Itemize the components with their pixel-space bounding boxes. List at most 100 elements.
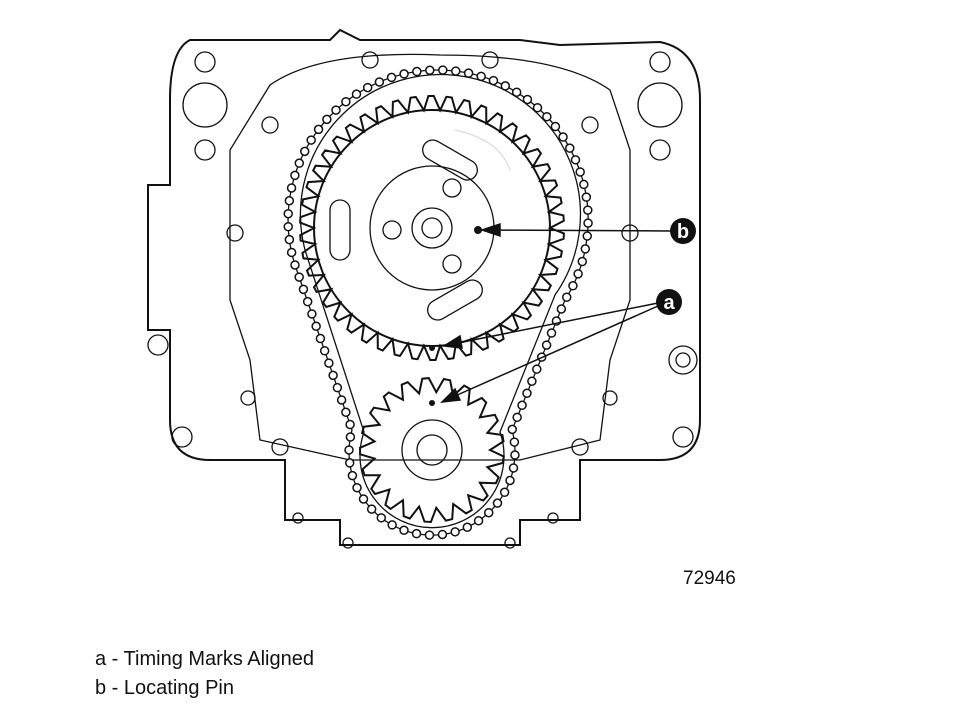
chain-roller bbox=[532, 102, 543, 113]
chain-roller bbox=[332, 382, 343, 393]
chain-roller bbox=[583, 218, 593, 228]
chain-roller bbox=[284, 234, 295, 245]
chain-roller bbox=[542, 111, 552, 122]
chain-roller bbox=[307, 309, 317, 319]
chain-roller bbox=[437, 529, 448, 540]
chain-roller bbox=[352, 483, 362, 493]
chain-roller bbox=[546, 328, 557, 338]
camshaft-sprocket bbox=[299, 95, 565, 361]
timing-cover-inner bbox=[229, 53, 631, 461]
chain-roller bbox=[412, 66, 422, 77]
chain-roller bbox=[438, 65, 448, 75]
chain-roller bbox=[399, 525, 409, 536]
legend: a - Timing Marks Aligned b - Locating Pi… bbox=[95, 645, 314, 703]
chain-roller bbox=[425, 65, 435, 75]
chain-roller bbox=[500, 81, 511, 91]
chain-roller bbox=[290, 170, 300, 181]
chain-roller bbox=[573, 269, 583, 279]
chain-roller bbox=[483, 507, 494, 518]
chain-roller bbox=[541, 340, 552, 350]
chain-roller bbox=[583, 205, 593, 215]
chain-roller bbox=[283, 208, 293, 219]
svg-text:a: a bbox=[663, 292, 675, 314]
chain-roller bbox=[556, 304, 567, 314]
chain-roller bbox=[294, 272, 304, 282]
chain-roller bbox=[345, 432, 356, 442]
chain-roller bbox=[411, 528, 422, 539]
chain-roller bbox=[387, 520, 397, 530]
chain-roller bbox=[315, 333, 326, 344]
chain-roller bbox=[284, 196, 295, 206]
chain-roller bbox=[522, 388, 532, 398]
chain-roller bbox=[550, 121, 561, 132]
chain-roller bbox=[399, 69, 409, 79]
chain-roller bbox=[532, 364, 542, 374]
engine-block-outline bbox=[147, 28, 701, 546]
chain-roller bbox=[462, 522, 473, 532]
chain-roller bbox=[450, 527, 460, 537]
chain-roller bbox=[527, 376, 537, 386]
crankshaft-sprocket bbox=[358, 377, 505, 524]
chain-roller bbox=[581, 192, 592, 202]
chain-roller bbox=[577, 256, 588, 267]
cam-timing-mark bbox=[429, 345, 435, 351]
chain-roller bbox=[507, 424, 518, 435]
chain-roller bbox=[424, 530, 435, 540]
chain-roller bbox=[565, 143, 575, 153]
bolt-holes bbox=[147, 51, 698, 549]
chain-roller bbox=[294, 158, 305, 168]
chain-roller bbox=[579, 179, 589, 190]
legend-item-b: b - Locating Pin bbox=[95, 677, 234, 699]
chain-roller bbox=[575, 167, 585, 177]
chain-roller bbox=[319, 346, 330, 356]
chain-roller bbox=[311, 321, 321, 331]
chain-roller bbox=[298, 284, 309, 295]
legend-item-a: a - Timing Marks Aligned bbox=[95, 648, 314, 670]
chain-roller bbox=[306, 135, 316, 145]
chain-roller bbox=[476, 71, 486, 82]
chain-roller bbox=[299, 146, 310, 157]
chain-roller bbox=[509, 437, 520, 447]
svg-text:b: b bbox=[677, 221, 689, 243]
chain-roller bbox=[450, 66, 461, 76]
chain-roller bbox=[473, 516, 484, 526]
chain-roller bbox=[511, 87, 522, 97]
callout-a: a bbox=[656, 289, 682, 315]
chain-roller bbox=[568, 281, 578, 291]
chain-roller bbox=[344, 445, 354, 455]
figure-number: 72946 bbox=[683, 568, 736, 589]
chain-roller bbox=[290, 260, 300, 270]
callout-b: b bbox=[670, 218, 696, 244]
chain-roller bbox=[517, 400, 527, 411]
chain-roller bbox=[522, 94, 533, 105]
chain-roller bbox=[374, 77, 385, 87]
chain-roller bbox=[313, 124, 324, 135]
chain-roller bbox=[582, 231, 592, 241]
chain-roller bbox=[505, 475, 515, 486]
crank-timing-mark bbox=[429, 400, 435, 406]
chain-roller bbox=[344, 458, 355, 468]
chain-roller bbox=[347, 470, 358, 481]
chain-roller bbox=[345, 419, 355, 430]
chain-roller bbox=[492, 498, 503, 508]
chain-roller bbox=[286, 247, 297, 258]
chain-roller bbox=[488, 75, 499, 86]
chain-roller bbox=[341, 407, 351, 417]
chain-roller bbox=[510, 450, 520, 460]
chain-roller bbox=[351, 89, 362, 99]
chain-roller bbox=[570, 155, 581, 165]
chain-roller bbox=[386, 72, 397, 83]
chain-links bbox=[283, 65, 593, 540]
chain-roller bbox=[324, 358, 334, 368]
chain-roller bbox=[328, 370, 338, 381]
chain-roller bbox=[322, 114, 332, 125]
chain-roller bbox=[286, 183, 297, 193]
chain-roller bbox=[283, 221, 293, 232]
chain-roller bbox=[512, 412, 522, 423]
locating-pin bbox=[474, 226, 482, 234]
chain-roller bbox=[499, 487, 510, 498]
chain-roller bbox=[366, 504, 377, 514]
chain-roller bbox=[341, 96, 351, 107]
chain-roller bbox=[302, 296, 313, 307]
